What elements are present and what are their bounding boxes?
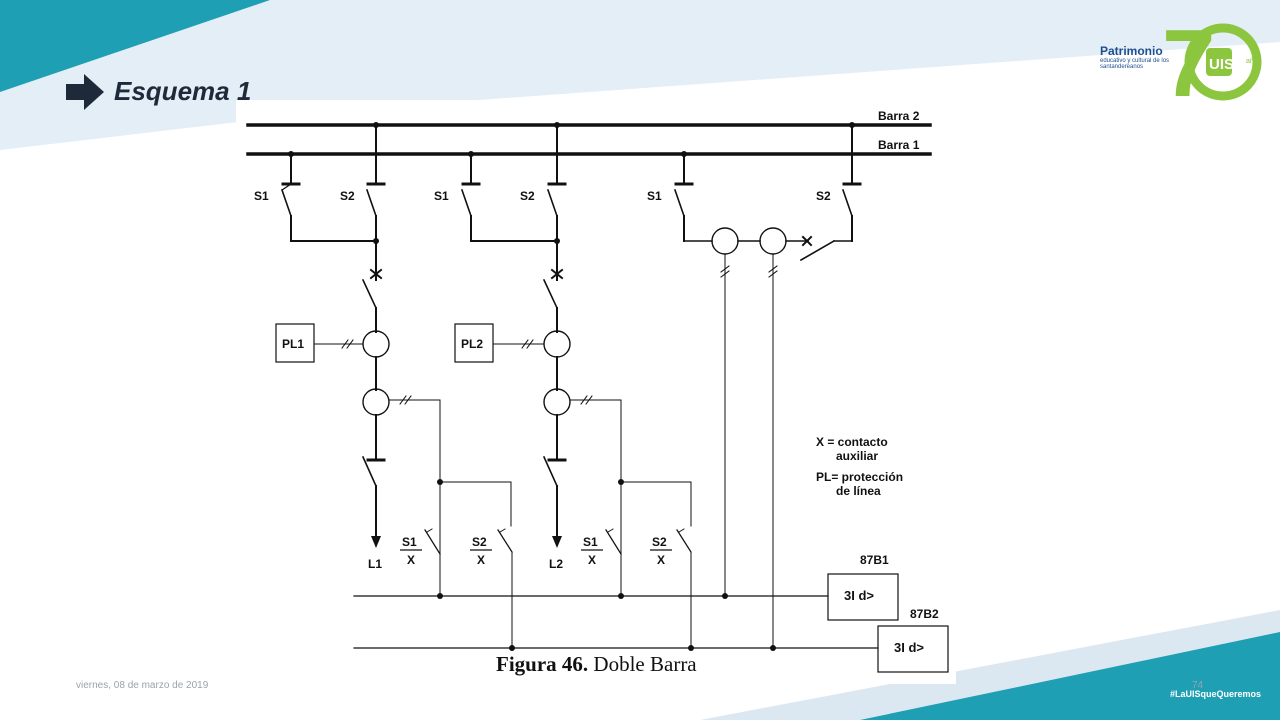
figure-caption: Figura 46. Doble Barra [496,652,697,677]
f2-aux-s1-x: X [588,553,596,567]
svg-text:UIS: UIS [1209,56,1234,73]
f1-aux-s1-x: X [407,553,415,567]
arrow-right-icon [66,74,104,110]
legend-x-1: X = contacto [816,435,888,449]
bottom-teal-band [860,632,1280,720]
anniversary-logo: 7 UIS años [1162,14,1262,106]
coupler-s1-label: S1 [647,189,662,203]
caption-bold: Figura 46. [496,652,589,676]
f2-aux-s2-x: X [657,553,665,567]
double-bus-schematic: Barra 2 Barra 1 S1 S2 S1 S2 S1 S2 PL1 PL… [236,100,956,684]
slide-title: Esquema 1 [114,76,252,106]
f2-s2-label: S2 [520,189,535,203]
l2-label: L2 [549,557,563,571]
logo-anos: años [1246,58,1262,65]
relay1-text: 3I d> [844,588,874,603]
f2-aux-s1-label: S1 [583,535,598,549]
page-number: 74 [1192,680,1204,691]
relay2-label: 87B2 [910,607,939,621]
hashtag: #LaUISqueQueremos [1170,689,1262,699]
logo-patrimonio: Patrimonio [1100,44,1163,58]
f1-aux-s2-label: S2 [472,535,487,549]
f1-aux-s2-x: X [477,553,485,567]
f1-s2-label: S2 [340,189,355,203]
relay1-label: 87B1 [860,553,889,567]
legend-pl-2: de línea [836,484,881,498]
l1-label: L1 [368,557,382,571]
coupler-s2-label: S2 [816,189,831,203]
legend-pl-1: PL= protección [816,470,903,484]
footer-date: viernes, 08 de marzo de 2019 [76,680,209,691]
f2-s1-label: S1 [434,189,449,203]
top-teal-band [0,0,270,92]
relay2-text: 3I d> [894,640,924,655]
legend-x-2: auxiliar [836,449,878,463]
pl1-label: PL1 [282,337,304,351]
top-light-band [0,0,1280,150]
f1-s1-label: S1 [254,189,269,203]
f1-aux-s1-label: S1 [402,535,417,549]
pl2-label: PL2 [461,337,483,351]
logo-subtitle: educativo y cultural de los santanderean… [1100,58,1170,70]
bus2-label: Barra 2 [878,109,920,123]
f2-aux-s2-label: S2 [652,535,667,549]
bus1-label: Barra 1 [878,138,920,152]
caption-text: Doble Barra [588,652,697,676]
